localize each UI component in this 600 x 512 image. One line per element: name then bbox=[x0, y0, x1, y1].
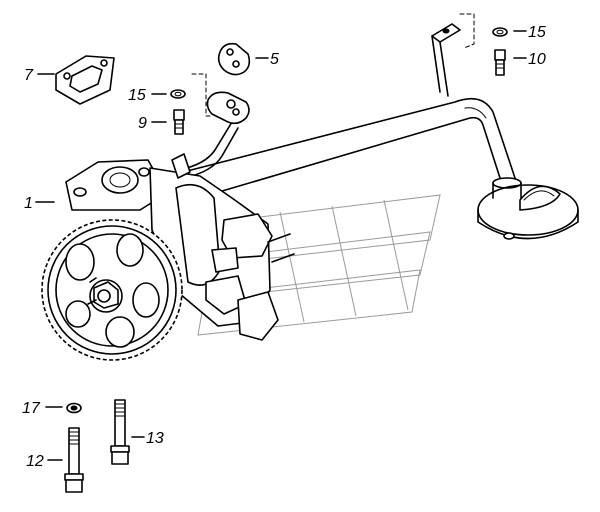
pressure-tube bbox=[177, 91, 250, 179]
pickup-pipe bbox=[159, 97, 516, 205]
callout-leaders bbox=[35, 30, 527, 461]
bolt-part-10 bbox=[494, 49, 506, 76]
washer-part-17 bbox=[66, 402, 82, 414]
pump-drive-gear bbox=[41, 219, 183, 361]
callout-15-right: 15 bbox=[528, 24, 546, 41]
callout-13: 13 bbox=[146, 430, 164, 447]
callout-7: 7 bbox=[24, 67, 34, 84]
assembly-leader-lines bbox=[191, 13, 475, 117]
callout-17: 17 bbox=[22, 400, 41, 417]
callout-10: 10 bbox=[528, 51, 546, 68]
washer-part-15-left bbox=[170, 89, 186, 99]
callout-5: 5 bbox=[270, 51, 279, 68]
gasket-part-7 bbox=[55, 55, 115, 105]
callout-12: 12 bbox=[26, 453, 44, 470]
flange-gasket-part-5 bbox=[217, 42, 251, 76]
bolt-part-13 bbox=[110, 399, 130, 465]
callout-1: 1 bbox=[24, 195, 33, 212]
pipe-bracket bbox=[431, 23, 461, 97]
oil-strainer bbox=[477, 177, 579, 240]
bolt-part-12 bbox=[64, 427, 84, 493]
washer-part-15-right bbox=[492, 27, 508, 37]
callout-15-left: 15 bbox=[128, 87, 146, 104]
bolt-part-9 bbox=[173, 109, 185, 135]
callout-9: 9 bbox=[138, 115, 147, 132]
